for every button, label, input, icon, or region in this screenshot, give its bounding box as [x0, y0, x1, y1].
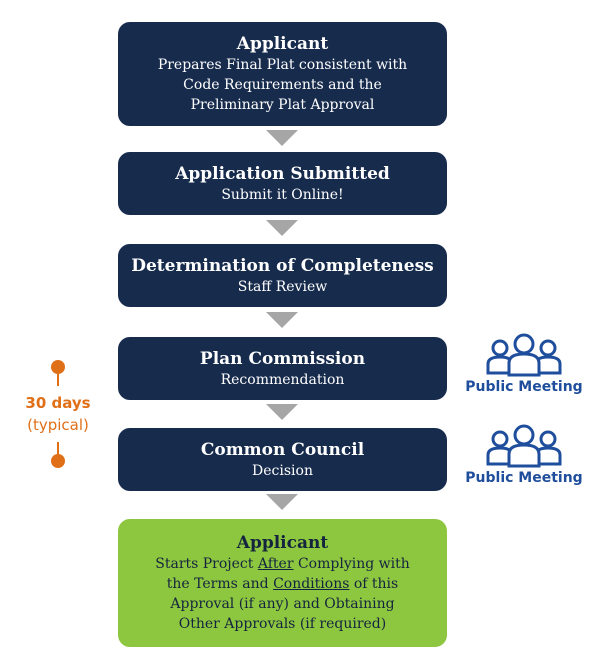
flow-arrow: [266, 312, 298, 328]
text-fragment: of this: [349, 576, 399, 592]
public-meeting-label: Public Meeting: [465, 379, 583, 395]
underlined-text: Conditions: [273, 576, 350, 592]
step-line: Prepares Final Plat consistent with: [157, 57, 408, 73]
step-application-submitted: Application Submitted Submit it Online!: [118, 152, 447, 215]
flow-arrow: [266, 220, 298, 236]
step-line: Code Requirements and the: [183, 77, 382, 93]
step-line: Other Approvals (if required): [178, 616, 387, 632]
step-line: Decision: [252, 462, 313, 479]
step-title: Applicant: [236, 34, 329, 54]
step-line: Recommendation: [220, 371, 345, 388]
text-fragment: Starts Project: [155, 556, 258, 572]
people-group-icon: [486, 424, 562, 468]
flow-arrow: [266, 130, 298, 146]
public-meeting-plan-commission: Public Meeting: [456, 333, 592, 395]
timeline-end-dot: [51, 454, 65, 468]
step-determination-of-completeness: Determination of Completeness Staff Revi…: [118, 244, 447, 307]
public-meeting-label: Public Meeting: [465, 470, 583, 486]
flow-arrow: [266, 404, 298, 420]
text-fragment: Complying with: [293, 556, 410, 572]
text-fragment: the Terms and: [166, 576, 274, 592]
step-applicant-starts-project: Applicant Starts Project After Complying…: [118, 519, 447, 647]
step-line: Submit it Online!: [221, 186, 344, 203]
step-line: Starts Project After Complying with: [155, 554, 410, 574]
step-line: Staff Review: [237, 278, 328, 295]
timeline-note: (typical): [27, 416, 89, 434]
step-applicant-prepares: Applicant Prepares Final Plat consistent…: [118, 22, 447, 126]
step-common-council: Common Council Decision: [118, 428, 447, 491]
step-line: Approval (if any) and Obtaining: [170, 596, 395, 612]
timeline-30-days: 30 days (typical): [20, 360, 96, 470]
step-title: Applicant: [236, 533, 329, 553]
timeline-stem-bottom: [57, 442, 59, 456]
flow-arrow: [266, 494, 298, 510]
timeline-days: 30 days: [25, 394, 91, 412]
people-group-icon: [486, 333, 562, 377]
public-meeting-common-council: Public Meeting: [456, 424, 592, 486]
step-line: Preliminary Plat Approval: [190, 97, 375, 113]
step-title: Application Submitted: [175, 163, 390, 184]
step-title: Common Council: [200, 439, 365, 460]
timeline-stem-top: [57, 372, 59, 386]
underlined-text: After: [257, 556, 294, 572]
step-line: the Terms and Conditions of this: [167, 574, 398, 594]
timeline-start-dot: [51, 360, 65, 374]
step-plan-commission: Plan Commission Recommendation: [118, 337, 447, 400]
step-title: Determination of Completeness: [131, 255, 434, 276]
step-title: Plan Commission: [199, 348, 366, 369]
